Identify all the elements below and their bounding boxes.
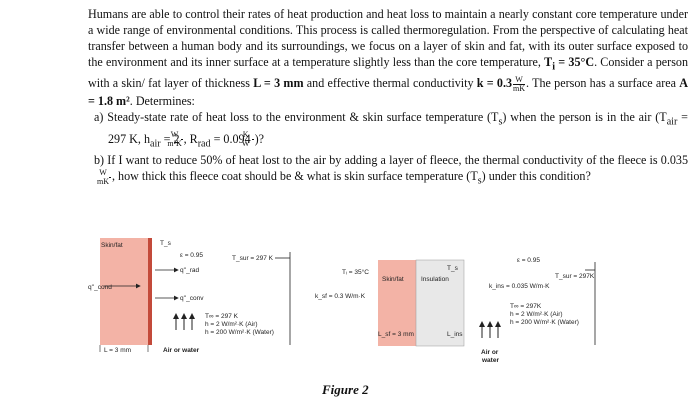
intro-text-2: . Consider a person with a skin/ fat lay… bbox=[88, 55, 688, 91]
question-a-text-7: )? bbox=[254, 131, 265, 146]
rrad-sub: rad bbox=[197, 137, 211, 149]
question-b-text-3: ) under this condition? bbox=[481, 168, 591, 183]
question-b-text-2: , how thick this fleece coat should be &… bbox=[112, 168, 478, 183]
thickness-label-left: L = 3 mm bbox=[104, 347, 131, 354]
question-b: b) If I want to reduce 50% of heat lost … bbox=[88, 152, 688, 189]
medium-label-left: Air or water bbox=[163, 347, 200, 354]
conductivity-eq: k = 0.3 bbox=[476, 76, 513, 91]
h-water-label-right: h = 200 W/m²·K (Water) bbox=[510, 319, 579, 326]
question-a-text-5: , R bbox=[183, 131, 198, 146]
question-a: a) Steady-state rate of heat loss to the… bbox=[88, 109, 688, 152]
t-sur-label-left: T_sur = 297 K bbox=[232, 255, 274, 262]
right-diagram: Tᵢ = 35°C k_sf = 0.3 W/m·K Skin/fat Insu… bbox=[315, 257, 596, 364]
thickness-ins-label-right: L_ins bbox=[447, 331, 463, 338]
ts-sub-a: s bbox=[498, 116, 503, 128]
k-unit-num: W bbox=[513, 76, 526, 86]
question-a-text-3: = 297 K, h bbox=[108, 110, 688, 146]
insulation-layer-right bbox=[415, 259, 465, 347]
ti-symbol: T bbox=[544, 55, 553, 69]
h-water-label-left: h = 200 W/m²·K (Water) bbox=[205, 329, 274, 336]
layer2-label-right: Insulation bbox=[421, 276, 449, 283]
intro-text-3: and effective thermal conductivity bbox=[303, 76, 477, 91]
ti-sub: i bbox=[552, 61, 556, 73]
area-eq: A = 1.8 m² bbox=[88, 76, 689, 109]
skin-fat-layer-left bbox=[100, 238, 148, 345]
q-conv-label-left: q''_conv bbox=[180, 295, 204, 302]
k-label-right: k_sf = 0.3 W/m·K bbox=[315, 293, 366, 300]
ti-eq: = bbox=[555, 55, 569, 69]
ti-value: 35°C bbox=[568, 55, 595, 69]
figure-caption: Figure 2 bbox=[322, 382, 369, 397]
problem-intro: Humans are able to control their rates o… bbox=[88, 6, 688, 109]
ts-label-right: T_s bbox=[447, 265, 459, 272]
h-air-label-left: h = 2 W/m²·K (Air) bbox=[205, 321, 258, 328]
q-cond-label-left: q''_cond bbox=[88, 284, 112, 291]
intro-text-1: Humans are able to control their rates o… bbox=[88, 7, 688, 69]
epsilon-label-left: ε = 0.95 bbox=[180, 252, 203, 259]
intro-text-4: . The person has a surface area bbox=[526, 76, 680, 91]
q-rad-label-left: q''_rad bbox=[180, 267, 199, 274]
hair-sub: air bbox=[150, 137, 161, 149]
question-a-text-1: Steady-state rate of heat loss to the en… bbox=[107, 110, 499, 125]
question-b-label: b) bbox=[94, 152, 105, 167]
ts-label-left: T_s bbox=[160, 240, 172, 247]
t-inf-label-left: T∞ = 297 K bbox=[205, 313, 239, 320]
question-a-label: a) bbox=[94, 110, 104, 125]
k-ins-label-right: k_ins = 0.035 W/m·K bbox=[489, 283, 550, 290]
t-sur-label-right: T_sur = 297K bbox=[555, 273, 595, 280]
thickness-eq: L = 3 mm bbox=[253, 76, 304, 91]
problem-statement: Humans are able to control their rates o… bbox=[88, 6, 688, 189]
tair-sub: air bbox=[666, 116, 678, 128]
medium-label-right-2: water bbox=[481, 357, 499, 364]
intro-text-5: . Determines: bbox=[129, 94, 195, 109]
question-a-text-6: = 0.094 bbox=[210, 131, 251, 146]
ti-label-right: Tᵢ = 35°C bbox=[342, 268, 369, 276]
question-a-text-2: ) when the person is in the air (T bbox=[502, 110, 667, 125]
skin-fat-layer-right bbox=[378, 260, 416, 346]
question-b-text-1: If I want to reduce 50% of heat lost to … bbox=[107, 152, 688, 167]
layer1-label-right: Skin/fat bbox=[382, 276, 404, 283]
skin-surface-left bbox=[148, 238, 152, 345]
epsilon-label-right: ε = 0.95 bbox=[517, 257, 540, 264]
h-air-label-right: h = 2 W/m²·K (Air) bbox=[510, 311, 563, 318]
k-unit-den: mK bbox=[513, 84, 526, 94]
medium-label-right-1: Air or bbox=[481, 349, 499, 356]
layer-label-left: Skin/fat bbox=[101, 242, 123, 249]
question-a-text-4: = 2 bbox=[160, 131, 180, 146]
left-diagram: Skin/fat T_s ε = 0.95 q''_rad q''_cond q… bbox=[88, 238, 291, 354]
t-inf-label-right: T∞ = 297K bbox=[510, 303, 542, 310]
thickness-sf-label-right: L_sf = 3 mm bbox=[378, 331, 414, 338]
ts-sub-b: s bbox=[477, 175, 482, 187]
